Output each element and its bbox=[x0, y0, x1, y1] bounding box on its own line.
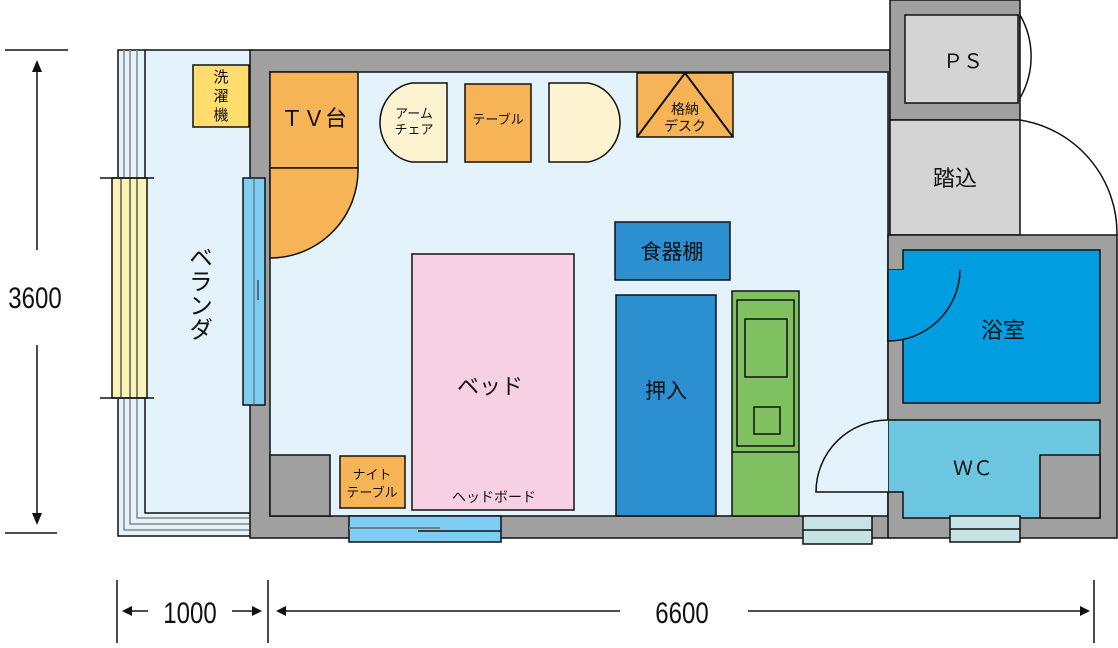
arrow-down-icon bbox=[32, 513, 42, 525]
armchair-label: チェア bbox=[394, 122, 433, 137]
ps-area bbox=[904, 14, 1019, 104]
veranda-label: ベランダ bbox=[185, 245, 212, 341]
entrance-label: 踏込 bbox=[933, 166, 977, 191]
wc-label: ＷＣ bbox=[953, 458, 993, 480]
tv-stand bbox=[269, 71, 359, 169]
wc-door-swing bbox=[815, 419, 889, 493]
storage-desk-label: 格納 bbox=[671, 101, 699, 117]
height-value: 3600 bbox=[8, 280, 61, 314]
night-table-label: テーブル bbox=[346, 485, 397, 500]
width-dimension: 1000 6600 bbox=[116, 580, 1095, 643]
washer-label: 洗 bbox=[213, 69, 228, 86]
stove-icon bbox=[753, 406, 781, 435]
night-table bbox=[339, 455, 406, 509]
table-label: テーブル bbox=[472, 112, 523, 127]
corner-column bbox=[269, 454, 331, 517]
height-dimension: 3600 bbox=[5, 49, 68, 534]
headboard-label: ヘッドボード bbox=[452, 489, 536, 505]
table bbox=[464, 83, 532, 163]
entry-door-swing bbox=[269, 167, 359, 259]
room-width-value: 6600 bbox=[655, 595, 708, 629]
ps-label: ＰＳ bbox=[943, 51, 983, 73]
veranda: ベランダ bbox=[100, 49, 253, 537]
wc-tank-box bbox=[1039, 454, 1101, 519]
bath-label: 浴室 bbox=[981, 318, 1025, 343]
closet bbox=[615, 294, 717, 517]
night-table-label: ナイト bbox=[352, 467, 391, 482]
ps-door-swing bbox=[1019, 12, 1032, 101]
entrance-area bbox=[889, 119, 1021, 236]
cupboard-label: 食器棚 bbox=[641, 241, 704, 264]
bed-label: ベッド bbox=[457, 374, 523, 399]
kitchen-counter bbox=[731, 290, 800, 517]
closet-label: 押入 bbox=[645, 380, 687, 403]
arrow-up-icon bbox=[32, 60, 42, 72]
cupboard bbox=[614, 221, 731, 281]
veranda-width-value: 1000 bbox=[163, 595, 216, 629]
washer-label: 機 bbox=[213, 107, 228, 124]
washer-label: 濯 bbox=[213, 88, 228, 105]
tv-stand-label: ＴＶ台 bbox=[281, 106, 347, 131]
washing-machine: 洗 濯 機 bbox=[192, 64, 250, 128]
entrance-door-swing bbox=[1019, 119, 1118, 236]
sink-icon bbox=[744, 318, 788, 378]
storage-desk bbox=[636, 72, 734, 138]
armchair-label: アーム bbox=[395, 106, 433, 121]
storage-desk-label: デスク bbox=[664, 118, 706, 134]
chair bbox=[548, 82, 621, 163]
bed bbox=[411, 253, 575, 511]
bath-door-arc bbox=[887, 269, 961, 342]
bottom-window bbox=[348, 515, 502, 543]
armchair bbox=[379, 82, 448, 163]
